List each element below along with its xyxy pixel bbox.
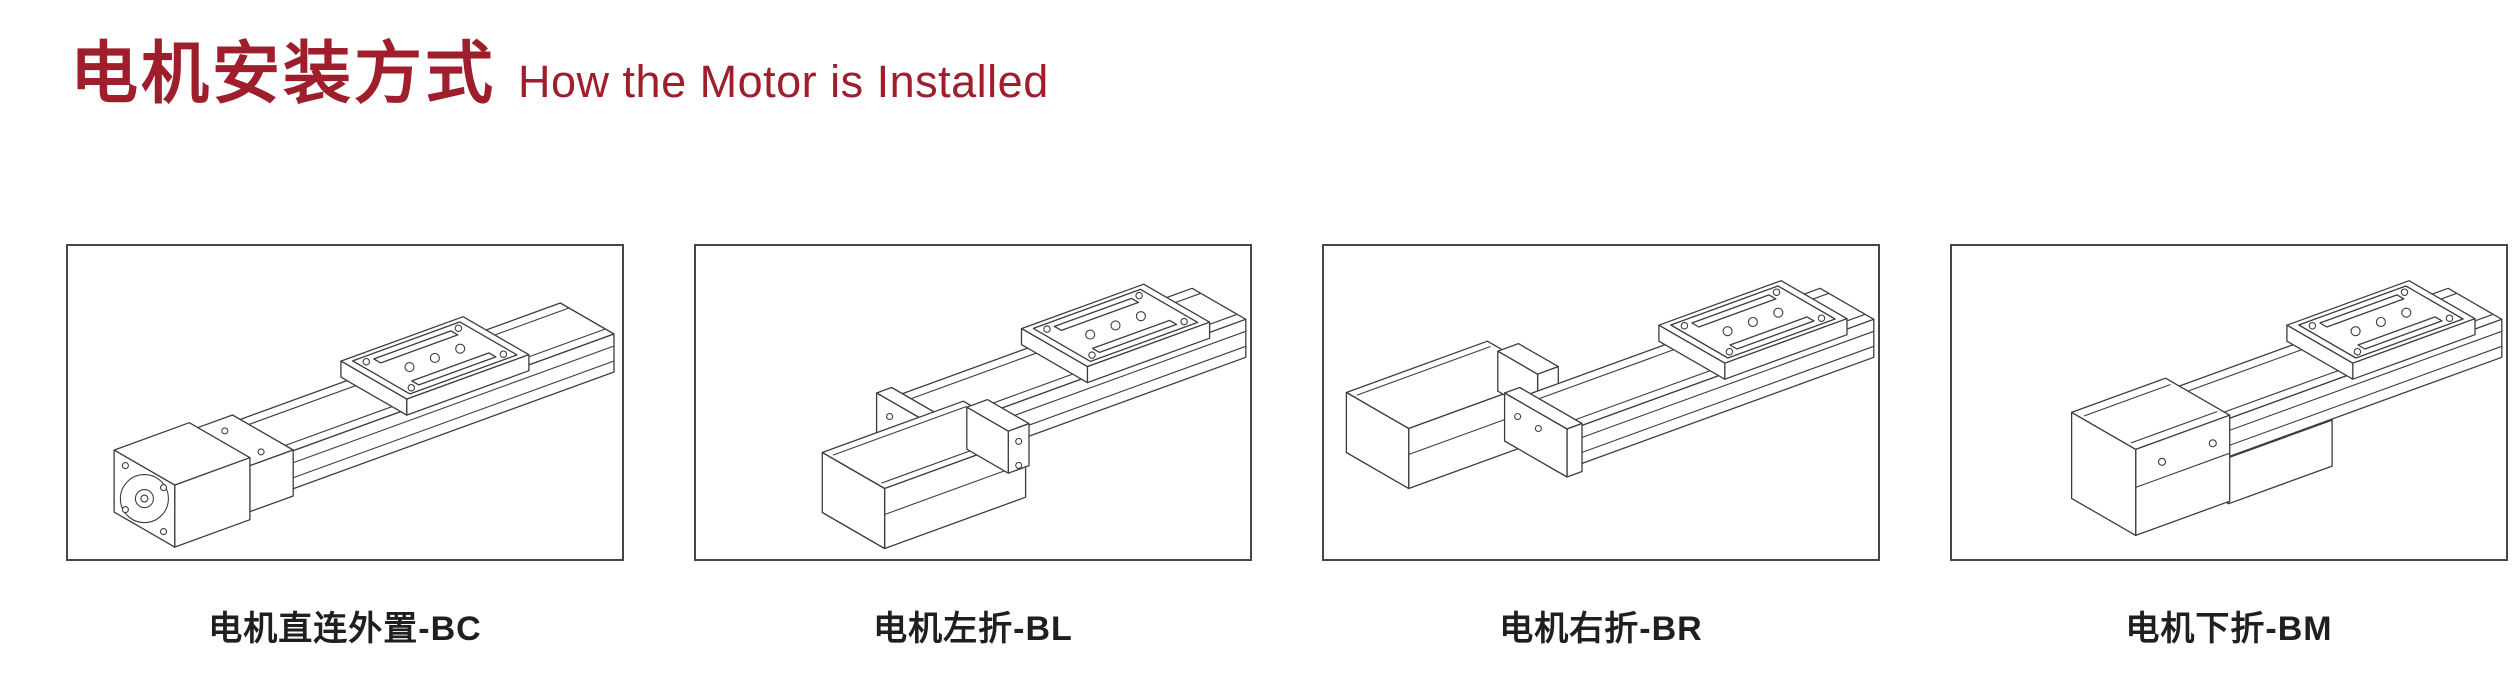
figure-motor-br: 电机右折-BR — [1322, 244, 1880, 650]
section-header: 电机安装方式 How the Motor is Installed — [70, 18, 1049, 117]
figures-row: 电机直连外置-BC 电机左折-BL 电机右折-BR 电机下折-BM — [66, 244, 2508, 650]
figure-caption-bc: 电机直连外置-BC — [208, 610, 482, 648]
figure-caption-bm: 电机下折-BM — [2125, 610, 2333, 648]
section-title-zh: 电机安装方式 — [70, 36, 497, 112]
motor-folded-right-diagram — [1345, 280, 1875, 490]
diagram-frame-bc — [66, 244, 624, 561]
diagram-frame-bl — [694, 244, 1252, 561]
section-title-en: How the Motor is Installed — [518, 56, 1049, 107]
figure-motor-bc: 电机直连外置-BC — [66, 244, 624, 650]
figure-motor-bl: 电机左折-BL — [694, 244, 1252, 650]
motor-direct-inline-diagram — [113, 302, 615, 548]
diagram-frame-br — [1322, 244, 1880, 561]
figure-caption-bl: 电机左折-BL — [873, 610, 1073, 648]
figure-motor-bm: 电机下折-BM — [1950, 244, 2508, 650]
figure-caption-br: 电机右折-BR — [1499, 610, 1703, 648]
diagram-frame-bm — [1950, 244, 2508, 561]
motor-folded-under-diagram — [2070, 280, 2503, 537]
motor-folded-left-diagram — [821, 283, 1247, 550]
